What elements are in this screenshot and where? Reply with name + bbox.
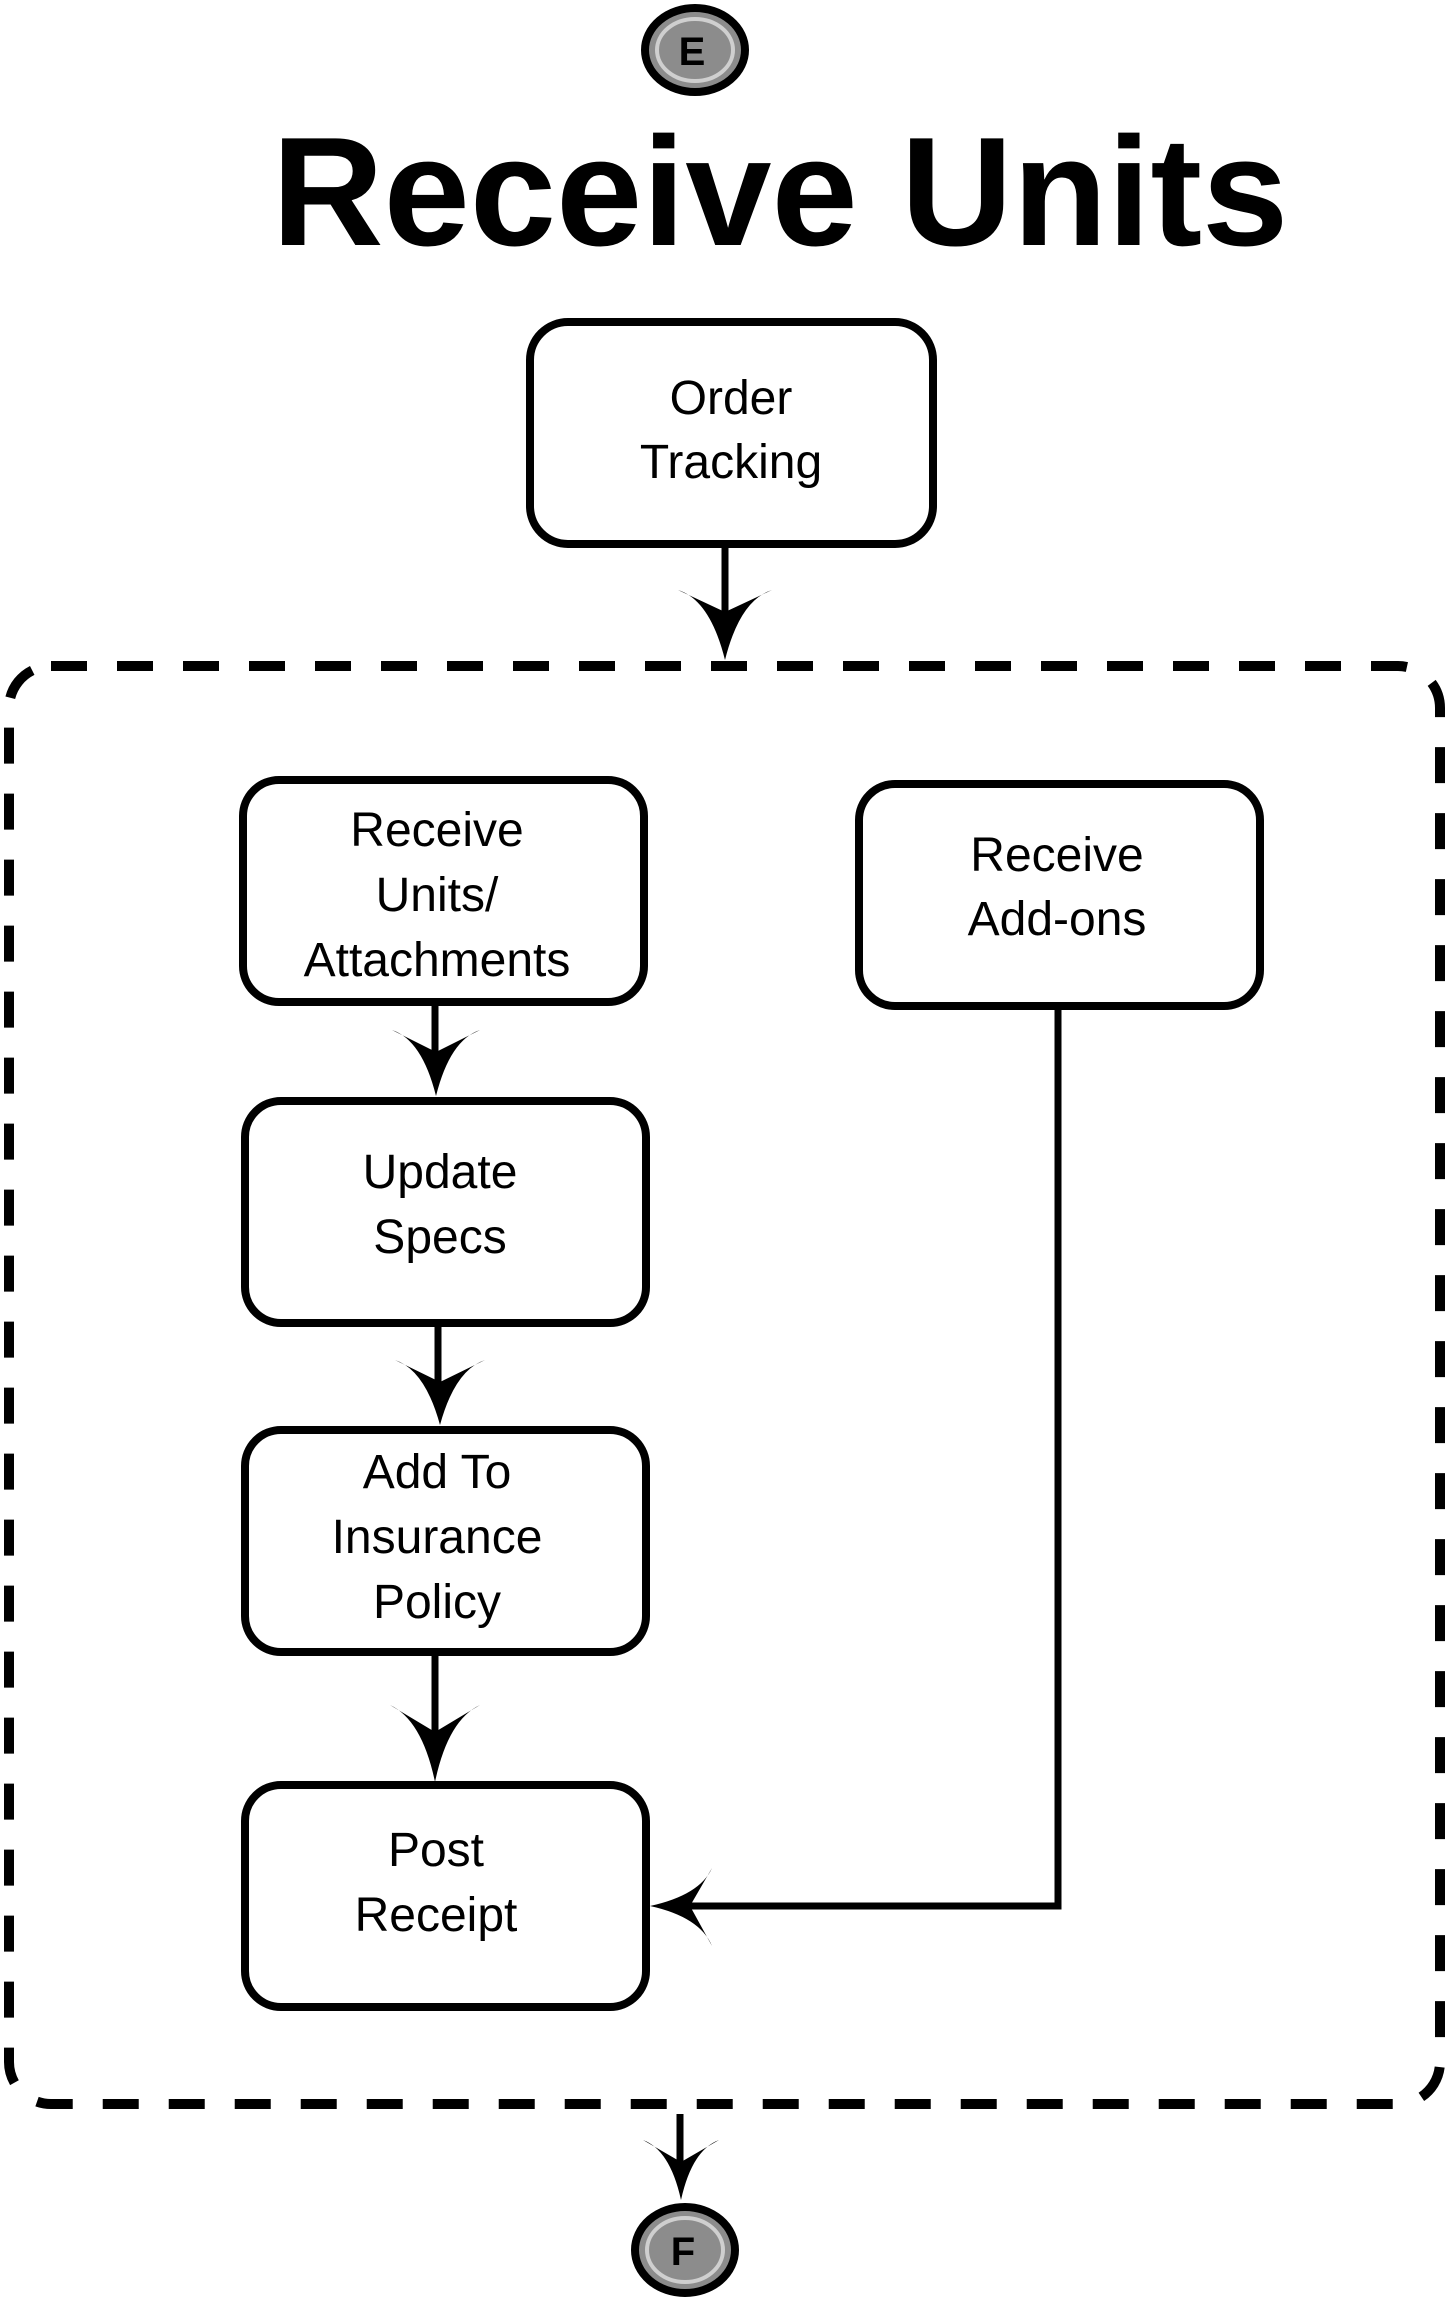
receive-units-line-3: Attachments (304, 934, 571, 987)
diagram-title: Receive Units (272, 105, 1289, 278)
receive-addons-line-2: Add-ons (968, 893, 1147, 946)
arrowhead-addons-to-post (650, 1868, 712, 1946)
arrowhead-receive-to-update (392, 1030, 480, 1096)
node-add-to-insurance-policy: Add To Insurance Policy (241, 1426, 650, 1656)
order-tracking-line-2: Tracking (640, 436, 822, 489)
post-receipt-line-1: Post (388, 1824, 484, 1877)
node-order-tracking: Order Tracking (526, 318, 937, 548)
node-update-specs: Update Specs (241, 1097, 650, 1327)
connector-f: F (631, 2203, 739, 2297)
connector-e: E (641, 4, 749, 96)
update-specs-line-2: Specs (373, 1211, 506, 1264)
receive-addons-line-1: Receive (970, 829, 1143, 882)
arrowhead-insurance-to-post (390, 1705, 480, 1782)
arrowhead-group-to-f (643, 2140, 719, 2200)
receive-units-line-2: Units/ (376, 869, 499, 922)
node-receive-units-attachments: Receive Units/ Attachments (239, 776, 648, 1006)
insurance-line-3: Policy (373, 1576, 501, 1629)
post-receipt-line-2: Receipt (355, 1889, 518, 1942)
connector-f-label: F (671, 2230, 695, 2274)
dashed-group (4, 661, 1445, 2109)
receive-units-line-1: Receive (350, 804, 523, 857)
arrowhead-update-to-insurance (395, 1360, 485, 1425)
arrowhead-order-to-group (678, 590, 772, 660)
node-receive-addons: Receive Add-ons (855, 780, 1264, 1010)
arrow-addons-to-post (690, 1006, 1062, 1910)
update-specs-line-1: Update (363, 1146, 518, 1199)
insurance-line-1: Add To (363, 1446, 512, 1499)
connector-e-label: E (679, 30, 706, 74)
order-tracking-line-1: Order (670, 372, 793, 425)
insurance-line-2: Insurance (332, 1511, 543, 1564)
node-post-receipt: Post Receipt (241, 1781, 650, 2011)
